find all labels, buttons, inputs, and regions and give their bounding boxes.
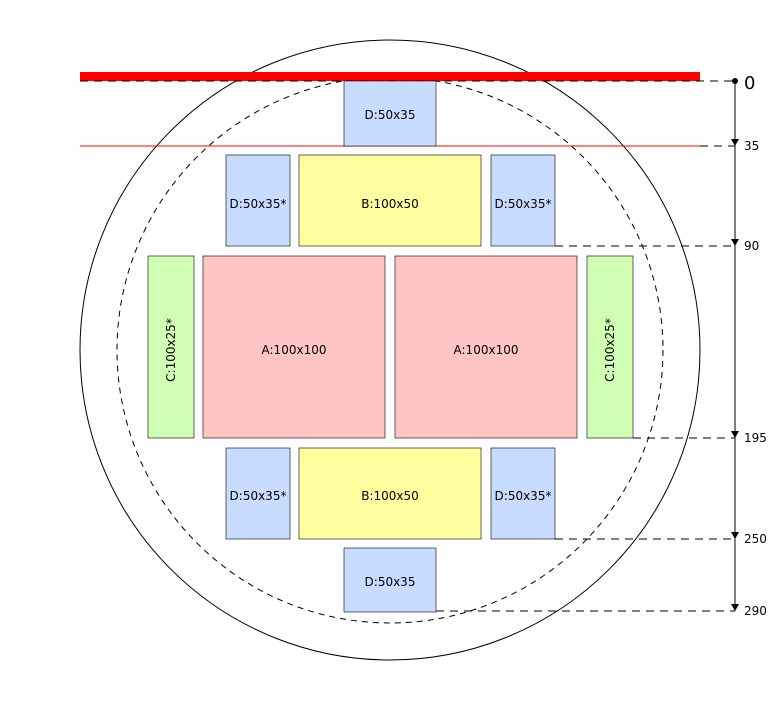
block-d-top-left: D:50x35*: [225, 154, 291, 247]
block-d-top-right: D:50x35*: [490, 154, 556, 247]
block-d-bottom-right: D:50x35*: [490, 447, 556, 540]
scale-label-35: 35: [744, 139, 759, 153]
block-d-bottom-left-label: D:50x35*: [230, 489, 287, 503]
block-d-bottom-left: D:50x35*: [225, 447, 291, 540]
scale-label-250: 250: [744, 532, 767, 546]
block-d-top-right-label: D:50x35*: [495, 197, 552, 211]
block-c-right: C:100x25*: [586, 255, 634, 439]
block-c-left-label: C:100x25*: [164, 318, 178, 382]
block-a-left: A:100x100: [202, 255, 386, 439]
block-c-left: C:100x25*: [147, 255, 195, 439]
block-b-bottom-label: B:100x50: [361, 489, 419, 503]
scale-label-290: 290: [744, 604, 767, 618]
block-d-top: D:50x35: [343, 80, 437, 147]
block-d-top-left-label: D:50x35*: [230, 197, 287, 211]
block-b-bottom: B:100x50: [298, 447, 482, 540]
wafer-outer-circle: [79, 39, 701, 661]
block-d-bottom: D:50x35: [343, 547, 437, 613]
vertical-scale: [731, 78, 739, 611]
top-cut-bar: [80, 72, 700, 81]
scale-label-195: 195: [744, 431, 767, 445]
block-a-right: A:100x100: [394, 255, 578, 439]
block-a-left-label: A:100x100: [262, 343, 327, 357]
scale-label-90: 90: [744, 239, 759, 253]
block-d-top-label: D:50x35: [365, 108, 416, 122]
scale-label-0: 0: [744, 73, 755, 94]
wafer-inner-dashed-circle: [116, 76, 664, 624]
block-b-top: B:100x50: [298, 154, 482, 247]
block-b-top-label: B:100x50: [361, 197, 419, 211]
block-d-bottom-right-label: D:50x35*: [495, 489, 552, 503]
block-a-right-label: A:100x100: [454, 343, 519, 357]
block-c-right-label: C:100x25*: [603, 318, 617, 382]
block-d-bottom-label: D:50x35: [365, 575, 416, 589]
